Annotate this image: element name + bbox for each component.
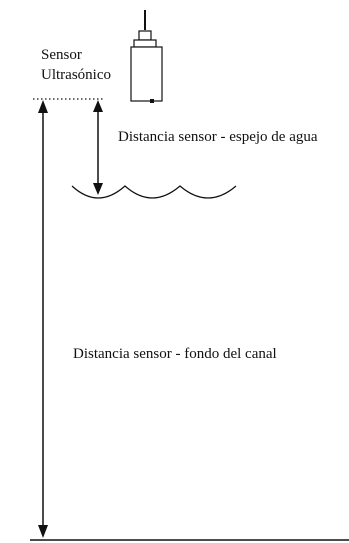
distance-to-bottom-label: Distancia sensor - fondo del canal (73, 346, 277, 362)
water-surface-waves (71, 185, 237, 199)
bottom-distance-arrow (38, 100, 48, 538)
sensor-label-line2: Ultrasónico (41, 67, 111, 83)
distance-to-water-label: Distancia sensor - espejo de agua (118, 129, 318, 145)
ultrasonic-sensor-icon (130, 10, 163, 103)
sensor-label-line1: Sensor (41, 47, 82, 63)
water-distance-arrow (93, 100, 103, 195)
